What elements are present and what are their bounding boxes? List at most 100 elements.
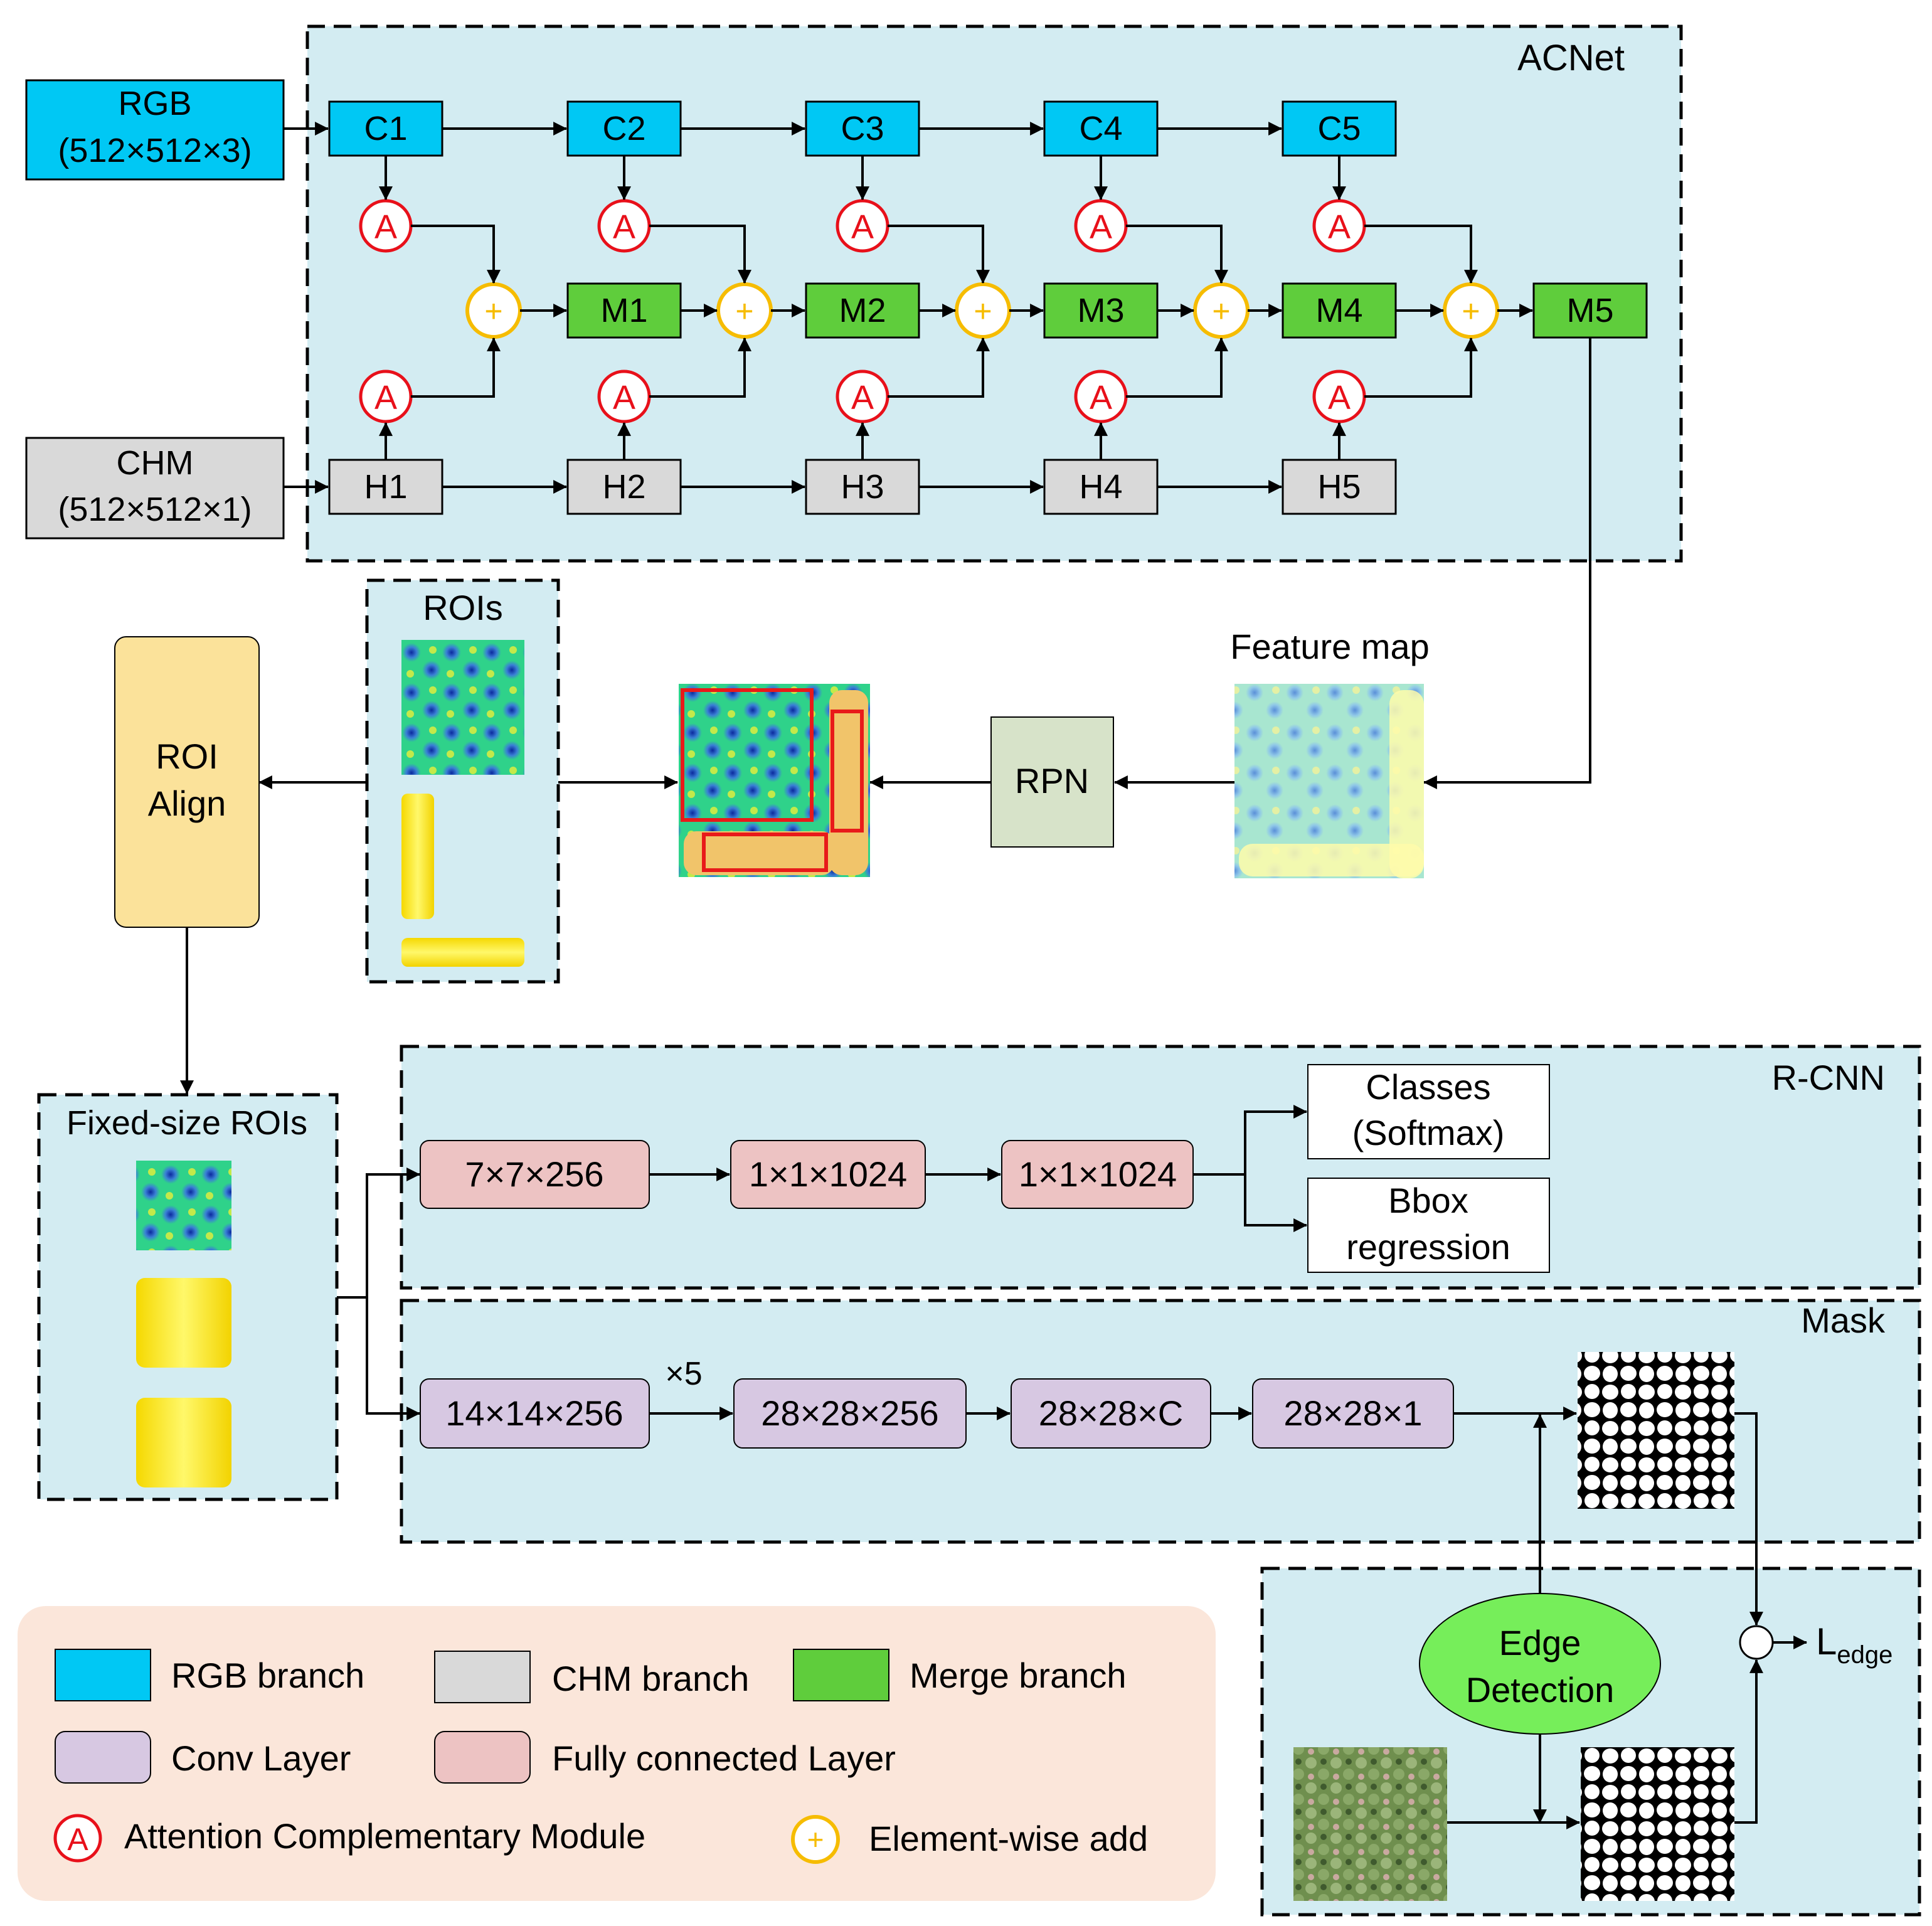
roi-image-3	[401, 938, 524, 967]
legend-item-merge: Merge branch	[793, 1649, 1127, 1701]
rgb-node-c4: C4	[1043, 100, 1159, 157]
legend-add-symbol: +	[807, 1823, 824, 1856]
roi-image-1	[401, 640, 524, 775]
rgb-input-label: RGB	[118, 85, 191, 122]
attention-symbol: A	[1328, 379, 1351, 417]
edge-loss-label: Ledge	[1816, 1620, 1892, 1669]
proposal-box-3	[702, 833, 828, 872]
chm-input-shape: (512×512×1)	[58, 491, 252, 528]
merge-node-label: M5	[1566, 292, 1613, 329]
rgb-node-label: C4	[1079, 110, 1122, 147]
chm-input-label: CHM	[117, 444, 194, 482]
attention-symbol: A	[613, 379, 635, 417]
edge-detection-node: Edge Detection	[1419, 1593, 1661, 1735]
merge-node-label: M3	[1077, 292, 1124, 329]
legend-label-merge: Merge branch	[910, 1656, 1127, 1695]
classes-output-box: Classes (Softmax)	[1307, 1064, 1550, 1159]
add-symbol: +	[1462, 294, 1480, 329]
legend-swatch-rgb	[55, 1649, 151, 1701]
attention-module-chm-4: A	[1074, 370, 1128, 423]
add-node-4: +	[1193, 282, 1250, 339]
legend-item-fc: Fully connected Layer	[434, 1731, 896, 1784]
bbox-label-line1: Bbox	[1388, 1181, 1468, 1220]
legend-attention-symbol: A	[67, 1822, 88, 1857]
rgb-node-c3: C3	[805, 100, 920, 157]
rcnn-layer-label: 7×7×256	[465, 1154, 603, 1194]
merge-node-m5: M5	[1532, 282, 1648, 339]
ground-truth-mask-image	[1581, 1747, 1734, 1901]
chm-node-label: H1	[364, 468, 407, 506]
merge-node-m3: M3	[1043, 282, 1159, 339]
chm-node-label: H4	[1079, 468, 1122, 506]
rgb-node-c2: C2	[566, 100, 682, 157]
legend-item-conv: Conv Layer	[55, 1731, 351, 1784]
attention-module-chm-2: A	[597, 370, 651, 423]
legend-label-rgb: RGB branch	[171, 1656, 364, 1695]
legend-add-icon	[791, 1815, 840, 1864]
legend-label-fc: Fully connected Layer	[552, 1738, 896, 1778]
chm-node-h3: H3	[805, 459, 920, 515]
aerial-image	[1293, 1747, 1447, 1901]
edge-detection-line2: Detection	[1466, 1670, 1615, 1710]
chm-node-h5: H5	[1282, 459, 1397, 515]
attention-module-rgb-1: A	[359, 199, 413, 253]
roi-align-box: ROI Align	[114, 636, 260, 928]
add-symbol: +	[735, 294, 753, 329]
acnet-title: ACNet	[1517, 38, 1625, 78]
attention-symbol: A	[1090, 379, 1112, 417]
mask-layer-2: 28×28×256	[733, 1378, 967, 1449]
merge-node-label: M1	[600, 292, 647, 329]
attention-symbol: A	[374, 208, 397, 246]
attention-module-chm-5: A	[1312, 370, 1366, 423]
predicted-mask-image	[1578, 1352, 1734, 1509]
rgb-node-label: C2	[602, 110, 645, 147]
mask-layer-3: 28×28×C	[1011, 1378, 1211, 1449]
rpn-label: RPN	[1015, 761, 1089, 801]
rpn-box: RPN	[990, 716, 1114, 848]
mask-title: Mask	[1801, 1301, 1886, 1340]
classes-label-line1: Classes	[1366, 1067, 1490, 1107]
add-node-5: +	[1443, 282, 1499, 339]
legend-swatch-fc	[434, 1731, 531, 1784]
legend-item-chm: CHM branch	[434, 1651, 749, 1703]
attention-symbol: A	[613, 208, 635, 246]
edge-connectors	[1447, 1412, 1808, 1829]
legend-swatch-chm	[434, 1651, 531, 1703]
rcnn-layer-1: 7×7×256	[420, 1140, 650, 1209]
fixed-rois-to-heads-connectors	[337, 1168, 421, 1420]
legend-item-rgb: RGB branch	[55, 1649, 364, 1701]
attention-symbol: A	[851, 208, 874, 246]
add-symbol: +	[974, 294, 992, 329]
legend-item-add: + Element-wise add	[791, 1815, 1148, 1864]
m5-to-feature-map-arrow	[1423, 338, 1591, 789]
mask-layer-label: 28×28×C	[1039, 1393, 1183, 1433]
proposal-box-1	[681, 688, 814, 822]
merge-node-label: M4	[1315, 292, 1362, 329]
chm-node-label: H5	[1317, 468, 1361, 506]
acnet-connectors	[284, 122, 1534, 494]
mask-layer-label: 28×28×256	[761, 1393, 938, 1433]
roi-image-2	[401, 794, 434, 919]
bbox-output-box: Bbox regression	[1307, 1178, 1550, 1273]
legend-item-attention: A Attention Complementary Module	[53, 1814, 645, 1863]
bbox-label-line2: regression	[1346, 1227, 1510, 1267]
legend-panel	[18, 1606, 1216, 1901]
attention-symbol: A	[851, 379, 874, 417]
add-node-1: +	[465, 282, 522, 339]
legend-attention-icon	[53, 1814, 102, 1863]
edge-loss-node	[1739, 1625, 1774, 1660]
mask-layer-1: 14×14×256	[420, 1378, 650, 1449]
edge-detection-line1: Edge	[1499, 1623, 1581, 1663]
legend-label-conv: Conv Layer	[171, 1738, 351, 1778]
rgb-input-shape: (512×512×3)	[58, 132, 252, 169]
attention-module-rgb-2: A	[597, 199, 651, 253]
legend-swatch-merge	[793, 1649, 889, 1701]
legend-label-add: Element-wise add	[869, 1819, 1148, 1858]
rcnn-title: R-CNN	[1772, 1058, 1885, 1097]
chm-node-h2: H2	[566, 459, 682, 515]
add-node-2: +	[716, 282, 773, 339]
feature-map-image	[1234, 684, 1424, 878]
chm-node-h4: H4	[1043, 459, 1159, 515]
roi-align-label-line2: Align	[148, 784, 226, 823]
